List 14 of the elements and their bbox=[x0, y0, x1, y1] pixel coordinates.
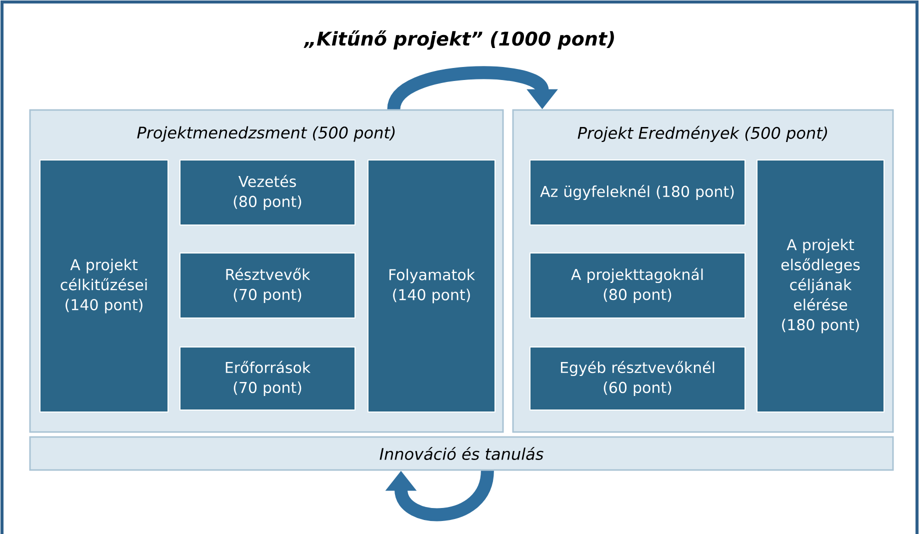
bar: Innováció és tanulás bbox=[29, 436, 894, 471]
panel-heading: Projekt Eredmények (500 pont) bbox=[578, 126, 827, 142]
box: A projekttagoknál (80 pont) bbox=[530, 252, 746, 318]
curved-arrow bbox=[388, 66, 558, 112]
box: Egyéb résztvevőknél (60 pont) bbox=[530, 346, 746, 410]
panel-heading: Projektmenedzsment (500 pont) bbox=[137, 126, 395, 142]
box: Az ügyfeleknél (180 pont) bbox=[530, 160, 746, 226]
box: A projekt elsődleges céljának elérése (180 pont) bbox=[756, 160, 884, 412]
box: Folyamatok (140 pont) bbox=[368, 160, 496, 412]
box: Erőforrások (70 pont) bbox=[180, 346, 356, 410]
title: „Kitűnő projekt” (1000 pont) bbox=[304, 30, 614, 50]
box: A projekt célkitűzései (140 pont) bbox=[40, 160, 168, 412]
box: Résztvevők (70 pont) bbox=[180, 252, 356, 318]
box: Vezetés (80 pont) bbox=[180, 160, 356, 226]
